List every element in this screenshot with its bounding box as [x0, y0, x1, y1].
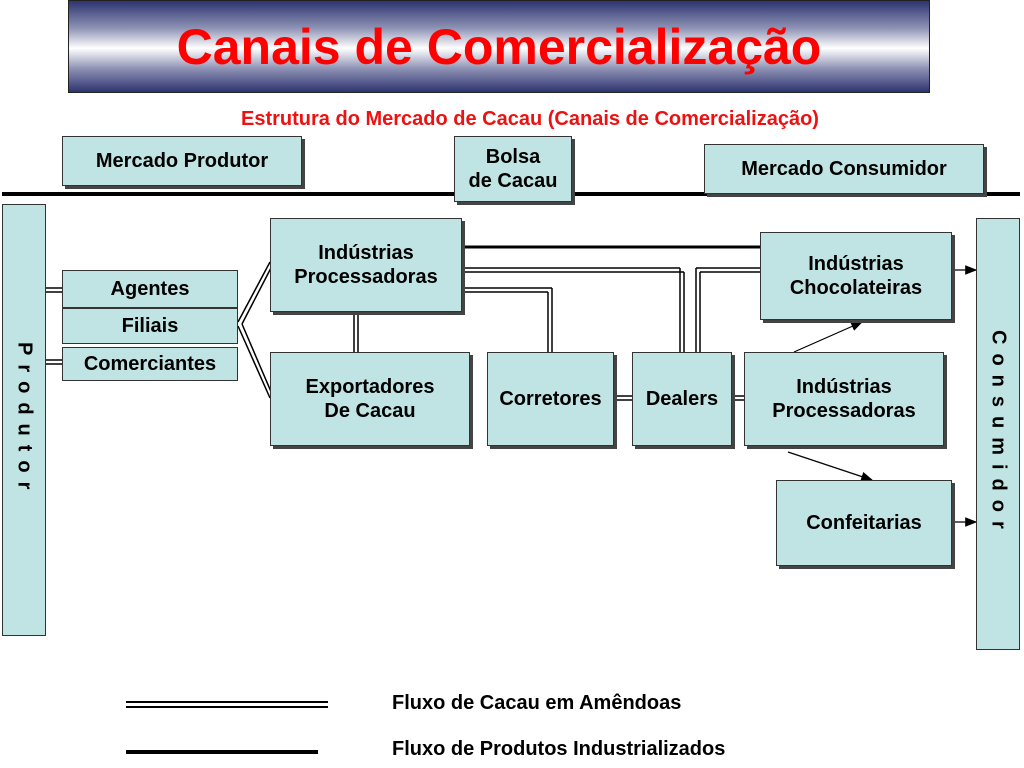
agents-box: Agentes [62, 270, 238, 308]
exporters-box: Exportadores De Cacau [270, 352, 470, 446]
processing-right-line2: Processadoras [772, 400, 916, 422]
brokers-label: Corretores [499, 388, 602, 410]
chocolate-industries-box: Indústrias Chocolateiras [760, 232, 952, 320]
exporters-line2: De Cacau [324, 400, 416, 422]
arrow-processors-to-chocolate [793, 321, 864, 353]
legend-products-flow: Fluxo de Produtos Industrializados [392, 738, 726, 760]
legend-line-double [126, 701, 328, 708]
producer-side-label: Produtor [13, 341, 36, 499]
dealers-box: Dealers [632, 352, 732, 446]
subtitle: Estrutura do Mercado de Cacau (Canais de… [241, 108, 819, 130]
page-title: Canais de Comercialização [176, 18, 822, 75]
exporters-line1: Exportadores [305, 376, 435, 398]
flow-processors-to-exporters [353, 312, 359, 352]
chocolate-line1: Indústrias [808, 253, 904, 275]
exchange-line2: de Cacau [468, 170, 558, 192]
flow-producer-traders [45, 359, 63, 365]
flow-branches-to-processors [237, 261, 273, 325]
cocoa-exchange-box: Bolsa de Cacau [454, 136, 572, 202]
title-banner: Canais de Comercialização [68, 0, 930, 93]
chocolate-line2: Chocolateiras [789, 277, 923, 299]
legend-beans-flow: Fluxo de Cacau em Amêndoas [392, 692, 682, 714]
traders-box: Comerciantes [62, 347, 238, 381]
processing-top-line2: Processadoras [294, 266, 438, 288]
consumer-market-label: Mercado Consumidor [741, 158, 947, 180]
confectioneries-box: Confeitarias [776, 480, 952, 566]
branches-box: Filiais [62, 308, 238, 344]
processing-right-line1: Indústrias [796, 376, 892, 398]
processing-top-line1: Indústrias [318, 242, 414, 264]
flow-processors-to-dealers [462, 267, 685, 352]
brokers-box: Corretores [487, 352, 614, 446]
arrow-processors-to-confectioneries [787, 451, 874, 482]
dealers-label: Dealers [645, 388, 719, 410]
producer-side-bar: Produtor [2, 204, 46, 636]
consumer-market-box: Mercado Consumidor [704, 144, 984, 194]
producer-market-label: Mercado Produtor [95, 150, 269, 172]
flow-branches-to-exporters [237, 323, 273, 399]
flow-brokers-dealers [614, 395, 632, 401]
producer-market-box: Mercado Produtor [62, 136, 302, 186]
branches-label: Filiais [121, 315, 179, 337]
flow-dealers-to-chocolate [695, 267, 762, 352]
processing-industries-top-box: Indústrias Processadoras [270, 218, 462, 312]
confectioneries-label: Confeitarias [806, 512, 922, 534]
flow-dealers-processors [732, 395, 744, 401]
flow-producer-agents [45, 287, 63, 293]
consumer-side-bar: Consumidor [976, 218, 1020, 650]
consumer-side-label: Consumidor [987, 330, 1010, 538]
agents-label: Agentes [110, 278, 190, 300]
exchange-line1: Bolsa [485, 146, 541, 168]
flow-processors-to-brokers [462, 287, 553, 352]
traders-label: Comerciantes [83, 353, 217, 375]
processing-industries-right-box: Indústrias Processadoras [744, 352, 944, 446]
